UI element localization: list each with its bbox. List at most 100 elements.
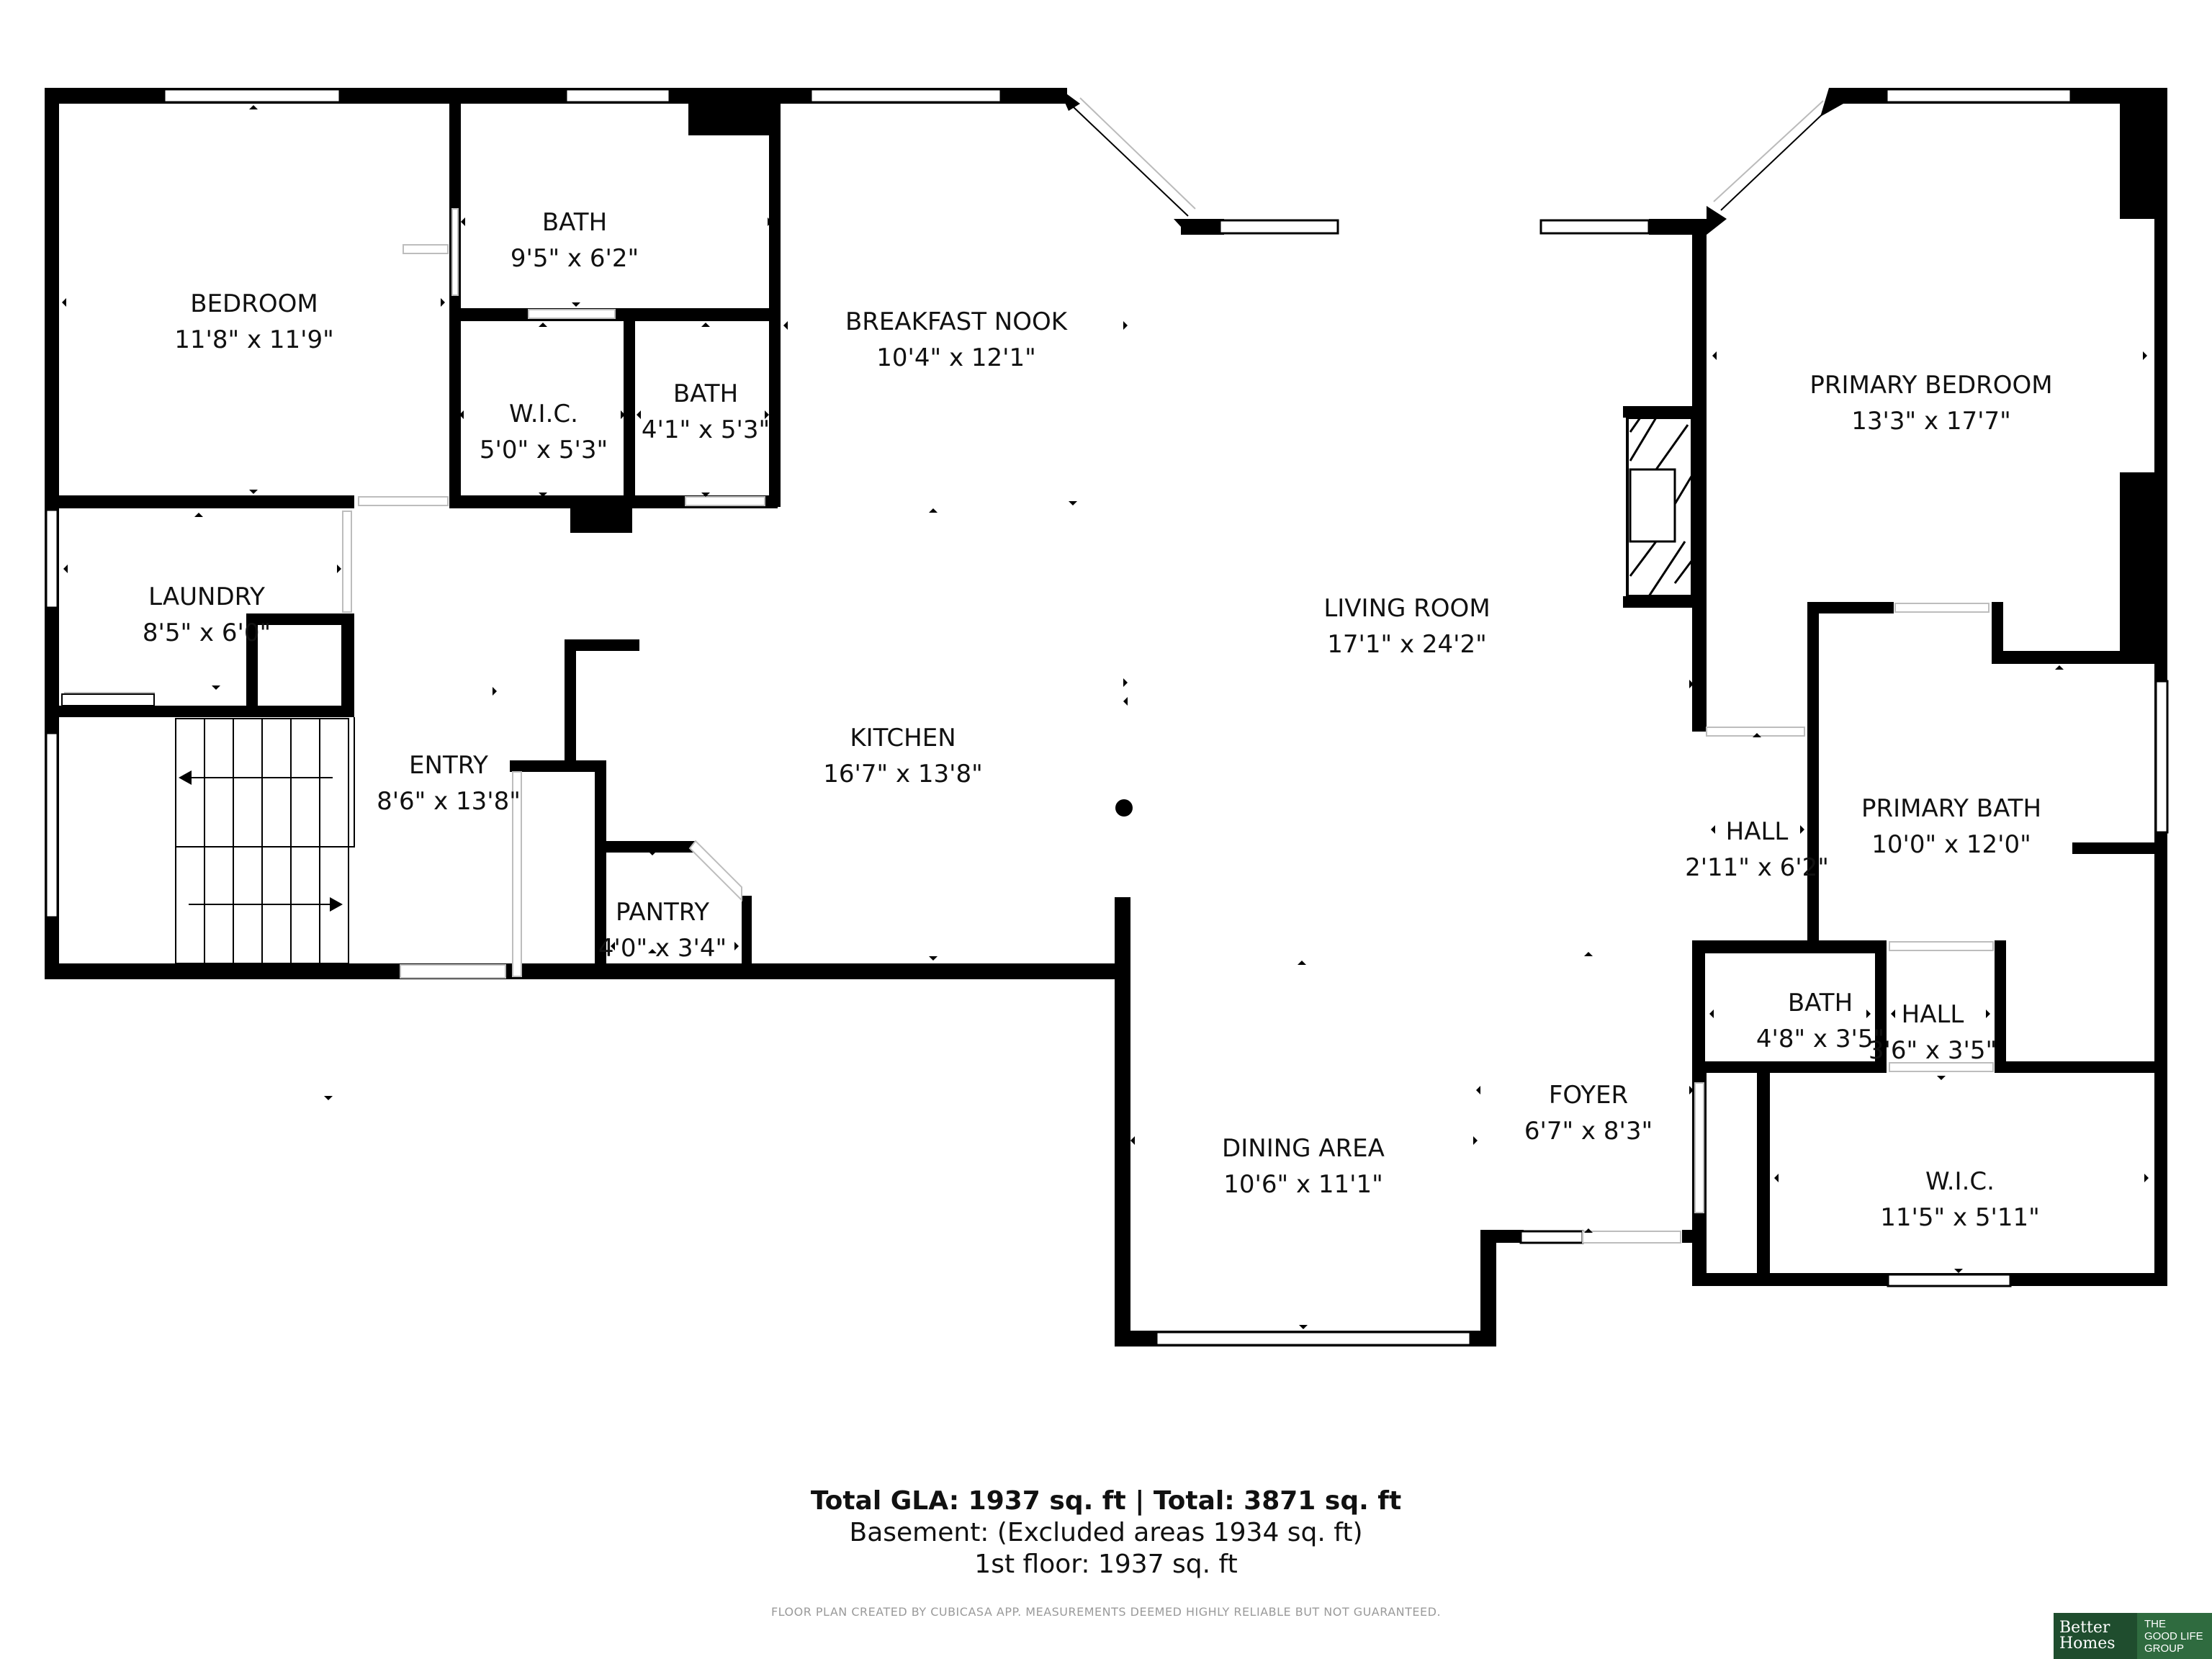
tick: [734, 942, 739, 950]
tick: [1774, 1174, 1779, 1182]
room-name: PRIMARY BEDROOM: [1809, 371, 2052, 400]
wall: [449, 104, 461, 507]
wall: [1692, 940, 1705, 1070]
doorway: [512, 771, 522, 977]
tick: [768, 217, 772, 226]
tick: [1937, 1076, 1946, 1080]
room-dimensions: 6'7" x 8'3": [1524, 1117, 1653, 1146]
wall: [1807, 602, 1819, 946]
wall: [570, 495, 632, 533]
brand-logo-word: Homes: [2059, 1635, 2116, 1653]
window: [2154, 680, 2169, 834]
doorway: [451, 208, 459, 296]
window: [809, 88, 1002, 104]
tick: [324, 1096, 333, 1100]
column: [1115, 799, 1133, 817]
tick: [212, 685, 220, 690]
wall: [1623, 596, 1707, 608]
wall: [246, 613, 354, 625]
bay-wall-right: [1820, 88, 1843, 117]
tick: [337, 565, 341, 573]
room-dimensions: 10'0" x 12'0": [1871, 830, 2031, 859]
room-name: FOYER: [1549, 1081, 1628, 1110]
room-name: W.I.C.: [509, 400, 578, 428]
tick: [1130, 1136, 1135, 1145]
window: [565, 88, 671, 104]
wall: [595, 841, 696, 853]
tick: [194, 513, 203, 517]
disclaimer: FLOOR PLAN CREATED BY CUBICASA APP. MEAS…: [770, 1605, 1442, 1619]
fireplace-hatch: [1629, 417, 1694, 597]
fireplace: [1626, 416, 1694, 598]
tick: [249, 105, 258, 109]
stairs: [175, 717, 355, 964]
doorway: [685, 496, 765, 506]
doorway: [528, 309, 616, 319]
tick: [1800, 825, 1804, 834]
tick: [765, 410, 769, 419]
doorway: [400, 964, 506, 979]
brand-logo-team: THE GOOD LIFE GROUP: [2137, 1613, 2212, 1659]
room-dimensions: 4'1" x 5'3": [642, 415, 770, 444]
tick: [62, 298, 66, 307]
first-floor-area-summary: 1st floor: 1937 sq. ft: [974, 1550, 1238, 1579]
room-dimensions: 2'11" x 6'2": [1685, 853, 1829, 882]
pantry-door: [688, 840, 742, 902]
total-area-summary: Total GLA: 1937 sq. ft | Total: 3871 sq.…: [810, 1486, 1402, 1516]
room-dimensions: 17'1" x 24'2": [1327, 630, 1487, 659]
bay-wall-left: [1058, 88, 1080, 111]
doorway: [342, 511, 352, 613]
room-dimensions: 5'0" x 5'3": [480, 436, 608, 464]
window: [1155, 1331, 1472, 1346]
wall: [1022, 88, 1067, 104]
tick: [1986, 1010, 1990, 1018]
tick: [621, 410, 625, 419]
tick: [637, 410, 641, 419]
room-name: PANTRY: [616, 898, 709, 927]
room-name: LAUNDRY: [148, 583, 265, 611]
tick: [1299, 1325, 1308, 1329]
brand-team-line: THE: [2144, 1617, 2166, 1630]
tick: [2056, 1063, 2065, 1067]
tick: [611, 942, 615, 950]
wall: [45, 963, 1123, 979]
bay-walls: [1058, 88, 1843, 235]
wall: [595, 760, 606, 976]
walls: [45, 88, 2167, 1346]
tick: [2143, 351, 2147, 360]
room-dimensions: 16'7" x 13'8": [823, 760, 983, 788]
tick: [1753, 940, 1761, 945]
room-dimensions: 11'5" x 5'11": [1880, 1203, 2040, 1232]
tick: [648, 949, 657, 953]
brand-team-line: GROUP: [2144, 1642, 2185, 1655]
window: [1218, 219, 1339, 235]
room-name: BATH: [673, 379, 738, 408]
room-name: W.I.C.: [1925, 1167, 1995, 1196]
room-name: PRIMARY BATH: [1861, 794, 2041, 823]
bay-window-left: [1072, 106, 1189, 217]
tick: [648, 851, 657, 855]
doorway: [1582, 1231, 1681, 1244]
stair-arrow-head: [330, 897, 343, 912]
wall: [1115, 897, 1130, 1346]
brand-logo-word: Better: [2059, 1619, 2110, 1637]
room-name: DINING AREA: [1222, 1134, 1385, 1163]
tick: [441, 298, 445, 307]
wall: [45, 706, 354, 717]
wall: [341, 613, 354, 714]
tick: [2055, 665, 2064, 670]
wall: [510, 760, 606, 772]
wall: [45, 495, 354, 508]
window: [45, 732, 59, 919]
brand-logo-mark: Better Homes: [2054, 1613, 2137, 1659]
tick: [701, 493, 710, 497]
room-name: BREAKFAST NOOK: [845, 307, 1069, 336]
room-dimensions: 9'5" x 6'2": [511, 244, 639, 273]
tick: [2144, 1174, 2149, 1182]
tick: [1298, 961, 1306, 965]
room-name: HALL: [1902, 1000, 1964, 1029]
tick: [1473, 1136, 1478, 1145]
fixtures: [61, 693, 1133, 817]
tick: [1711, 825, 1715, 834]
tick: [929, 956, 938, 961]
